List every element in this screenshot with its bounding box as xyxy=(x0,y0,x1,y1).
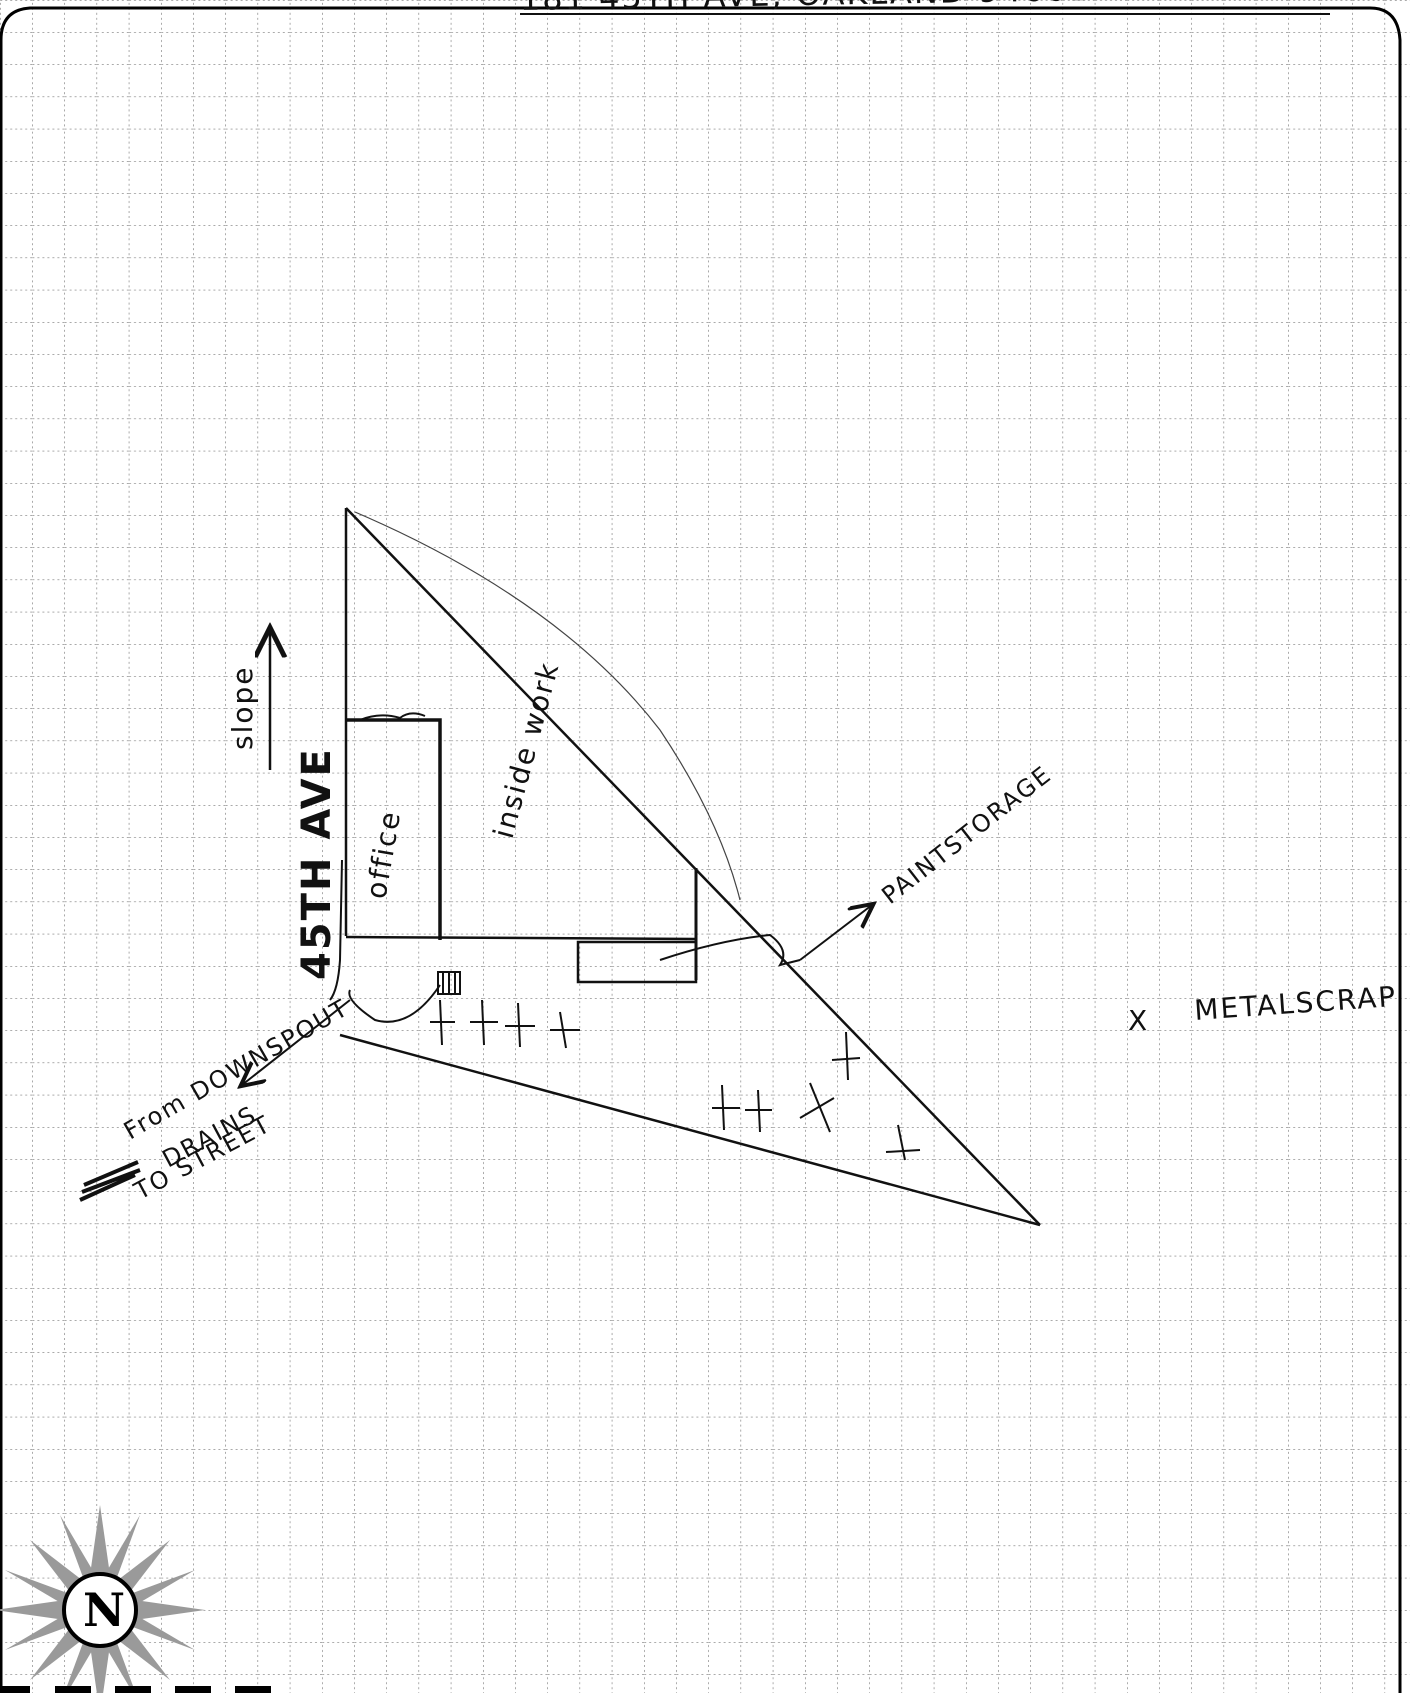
downspout-arrow xyxy=(242,999,351,1085)
paint-storage-box xyxy=(576,940,698,984)
lot-diagonal-boundary xyxy=(345,507,1041,1226)
scrap-x-marks xyxy=(430,999,921,1161)
page-border xyxy=(0,6,1402,1693)
paint-storage-arrow xyxy=(799,905,872,961)
lot-bottom-boundary xyxy=(339,1033,1041,1227)
building-front-wall xyxy=(345,935,697,941)
office-building-outline xyxy=(346,718,442,940)
street-label: 45TH AVE xyxy=(294,747,340,980)
compass-circle xyxy=(62,1572,138,1648)
lot-faint-boundary xyxy=(354,511,741,901)
metal-scrap-x: X xyxy=(1128,1004,1149,1037)
compass-star-icon xyxy=(0,1505,205,1693)
north-label: N xyxy=(83,1583,125,1637)
north-compass: N xyxy=(0,1505,205,1693)
street-frontage-line-lower xyxy=(329,859,343,1001)
office-roof-scribble xyxy=(359,712,426,721)
paint-storage-arrow-curve xyxy=(659,933,801,967)
crossed-out-scribble xyxy=(79,1160,141,1202)
downspout-arrow-curve xyxy=(348,984,441,1023)
bottom-scale-marks xyxy=(0,1686,271,1693)
slope-label: slope xyxy=(226,666,259,751)
